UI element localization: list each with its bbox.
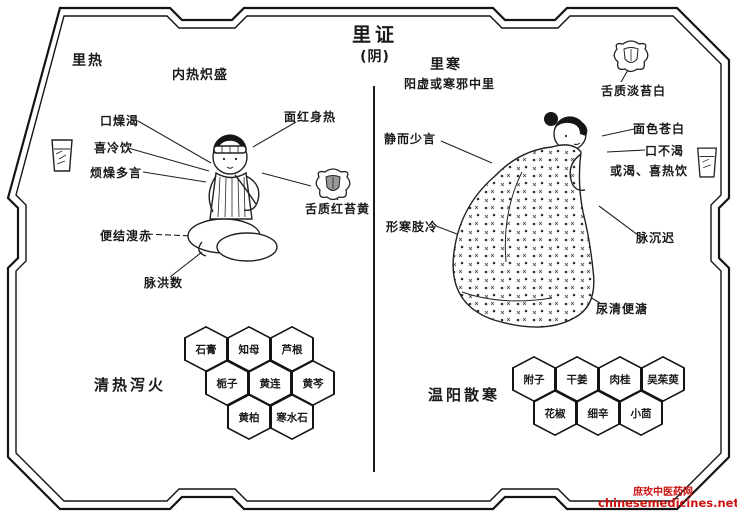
right-section-subheading: 阳虚或寒邪中里 (404, 77, 496, 91)
symptom-label-restless-talk: 烦燥多言 (90, 166, 143, 180)
herb-label: 石膏 (185, 327, 227, 371)
herb-hex: 栀子 (205, 360, 249, 406)
symptom-label-stool: 便结溲赤 (100, 229, 153, 243)
herb-hex: 吴茱萸 (641, 356, 685, 402)
herb-label: 附子 (513, 357, 555, 401)
cold-drink-cup-icon (51, 139, 73, 172)
herb-label: 知母 (228, 327, 270, 371)
herb-label: 干姜 (556, 357, 598, 401)
right-treatment-label: 温阳散寒 (428, 386, 501, 404)
symptom-label-red-face: 面红身热 (284, 110, 337, 124)
symptom-label-quiet: 静而少言 (384, 132, 437, 146)
page-subtitle: (阴) (360, 49, 390, 65)
herb-hex: 花椒 (533, 390, 577, 436)
herb-label: 寒水石 (271, 395, 313, 439)
tongue-icon-pale (613, 40, 649, 73)
herb-label: 芦根 (271, 327, 313, 371)
center-divider (373, 86, 375, 472)
symptom-label-pulse-deep: 脉沉迟 (636, 231, 676, 245)
cold-patient-figure (452, 112, 595, 328)
herb-label: 黄连 (249, 361, 291, 405)
left-section-subheading: 内热炽盛 (172, 68, 229, 83)
watermark-site-name: 庶玫中医药网 (633, 487, 693, 498)
symptom-label-cold-drink: 喜冷饮 (94, 141, 134, 155)
tongue-icon-red (315, 168, 351, 201)
herb-hex: 肉桂 (598, 356, 642, 402)
herb-hex: 细辛 (576, 390, 620, 436)
herb-label: 黄芩 (292, 361, 334, 405)
symptom-label-pulse-surging: 脉洪数 (144, 276, 184, 290)
herb-label: 细辛 (577, 391, 619, 435)
heat-patient-figure (187, 134, 278, 262)
left-section-heading: 里热 (72, 53, 104, 69)
herb-label: 黄柏 (228, 395, 270, 439)
herb-hex: 黄柏 (227, 394, 271, 440)
symptom-label-cold-limbs: 形寒肢冷 (386, 220, 439, 234)
symptom-label-mouth: 口燥渴 (100, 114, 140, 128)
symptom-label-pale-tongue: 舌质淡苔白 (601, 84, 667, 98)
herb-label: 吴茱萸 (642, 357, 684, 401)
herb-hex: 小茴 (619, 390, 663, 436)
left-treatment-label: 清热泻火 (94, 376, 167, 394)
watermark-site-url: chinesemedicines.net (598, 496, 737, 510)
symptom-label-pale-face: 面色苍白 (633, 122, 686, 136)
herb-label: 花椒 (534, 391, 576, 435)
symptom-label-no-thirst: 口不渴 (645, 144, 685, 158)
page-title: 里证 (351, 24, 398, 46)
right-section-heading: 里寒 (430, 57, 462, 73)
herb-label: 小茴 (620, 391, 662, 435)
symptom-label-clear-urine: 尿清便溏 (596, 302, 649, 316)
herb-label: 栀子 (206, 361, 248, 405)
hot-drink-cup-icon (697, 147, 717, 178)
symptom-label-red-tongue: 舌质红苔黄 (305, 202, 371, 216)
herb-hex: 寒水石 (270, 394, 314, 440)
herb-label: 肉桂 (599, 357, 641, 401)
symptom-label-hot-drink: 或渴、喜热饮 (610, 164, 689, 178)
herb-hex: 附子 (512, 356, 556, 402)
